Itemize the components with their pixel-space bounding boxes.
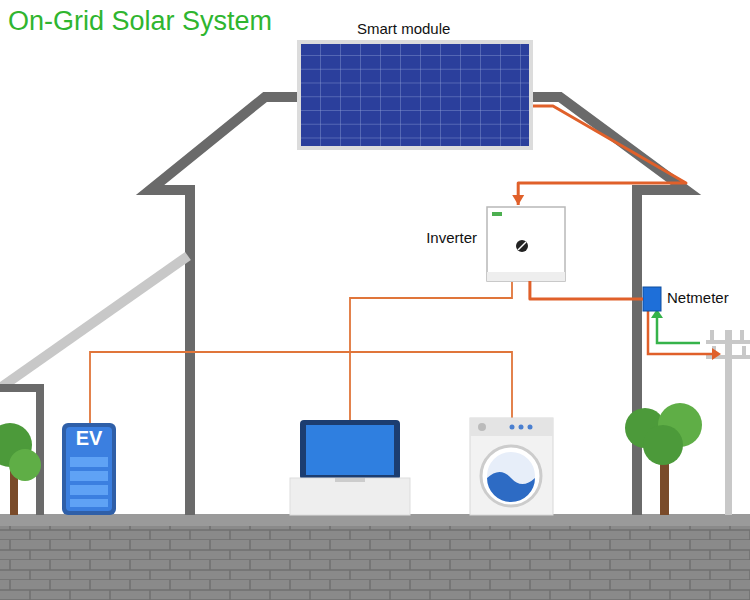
- shed-roof: [0, 256, 188, 388]
- solar-module: Smart module: [297, 40, 533, 150]
- laptop: [290, 420, 410, 515]
- power-connector: [512, 106, 686, 205]
- tree-crown: [643, 425, 683, 465]
- solar-panel: [297, 40, 533, 150]
- netmeter: Netmeter: [643, 287, 661, 311]
- node-label: Netmeter: [667, 289, 729, 306]
- import-wire: [657, 318, 700, 343]
- ev-charger: [62, 423, 116, 515]
- ev-charger: EV: [62, 423, 116, 515]
- load-wire: [90, 352, 512, 423]
- washing-machine: [470, 418, 553, 515]
- stone-wall: [0, 525, 750, 600]
- arrowhead: [712, 348, 721, 360]
- netmeter-box: [643, 287, 661, 311]
- tree-crown: [9, 449, 41, 481]
- diagram-title: On-Grid Solar System: [8, 6, 272, 37]
- node-label: Inverter: [426, 229, 477, 246]
- inverter: Inverter: [487, 207, 565, 281]
- node-label: EV: [62, 427, 116, 450]
- export-wire: [648, 311, 712, 354]
- utility-pole: [706, 330, 750, 515]
- inverter-unit: [487, 207, 565, 281]
- ground-band: [0, 514, 750, 526]
- load-wire: [350, 282, 512, 420]
- house-outline: [150, 97, 686, 515]
- node-label: Smart module: [357, 20, 450, 37]
- power-connector: [530, 281, 643, 299]
